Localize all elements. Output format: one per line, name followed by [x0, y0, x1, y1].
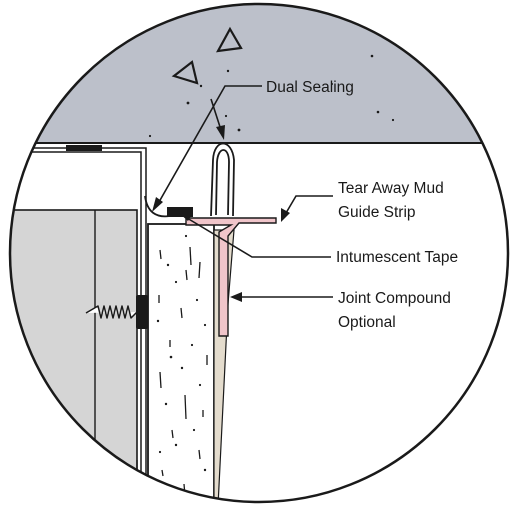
intumescent-tape [167, 207, 193, 217]
stud-wall [147, 223, 215, 502]
label-tear-away-line1: Tear Away Mud [338, 180, 444, 197]
aggregate-triangle [171, 60, 199, 85]
label-intumescent-tape: Intumescent Tape [336, 249, 458, 266]
aggregate-triangle [215, 26, 243, 53]
frame-stop-profile [10, 147, 147, 484]
mud-guide-strip-body [185, 217, 277, 337]
frame-panel [10, 209, 138, 502]
stud-body [147, 223, 215, 502]
frame-top-gasket [66, 145, 102, 151]
leader-arrowheads [152, 125, 290, 302]
detail-circle-outline [8, 2, 510, 504]
sealing-lip [144, 195, 171, 218]
concrete-slab [10, 4, 508, 143]
label-joint-compound-line2: Optional [338, 314, 396, 331]
leader-dual-sealing-left [158, 85, 262, 203]
frame-screw [85, 295, 148, 329]
concrete-dots [148, 54, 395, 138]
arrowhead-dual-sealing-right [216, 125, 225, 140]
label-dual-sealing: Dual Sealing [266, 79, 354, 96]
dual-seal-gasket [210, 142, 235, 217]
stud-speckle [158, 246, 208, 497]
leader-tear-away [285, 195, 333, 214]
screw-head [136, 295, 148, 329]
concrete-aggregate [171, 26, 243, 85]
arrowhead-joint-compound [230, 292, 242, 302]
screw-shank [85, 305, 138, 319]
label-tear-away-line2: Guide Strip [338, 204, 416, 221]
arrowhead-intumescent [179, 213, 193, 221]
label-joint-compound-line1: Joint Compound [338, 290, 451, 307]
arrowhead-tear-away [281, 208, 290, 222]
leader-dual-sealing-right [210, 98, 222, 131]
mud-guide-strip [185, 217, 277, 337]
leader-lines [158, 85, 333, 298]
arrowhead-dual-sealing-left [152, 197, 163, 212]
leader-intumescent [186, 217, 331, 258]
